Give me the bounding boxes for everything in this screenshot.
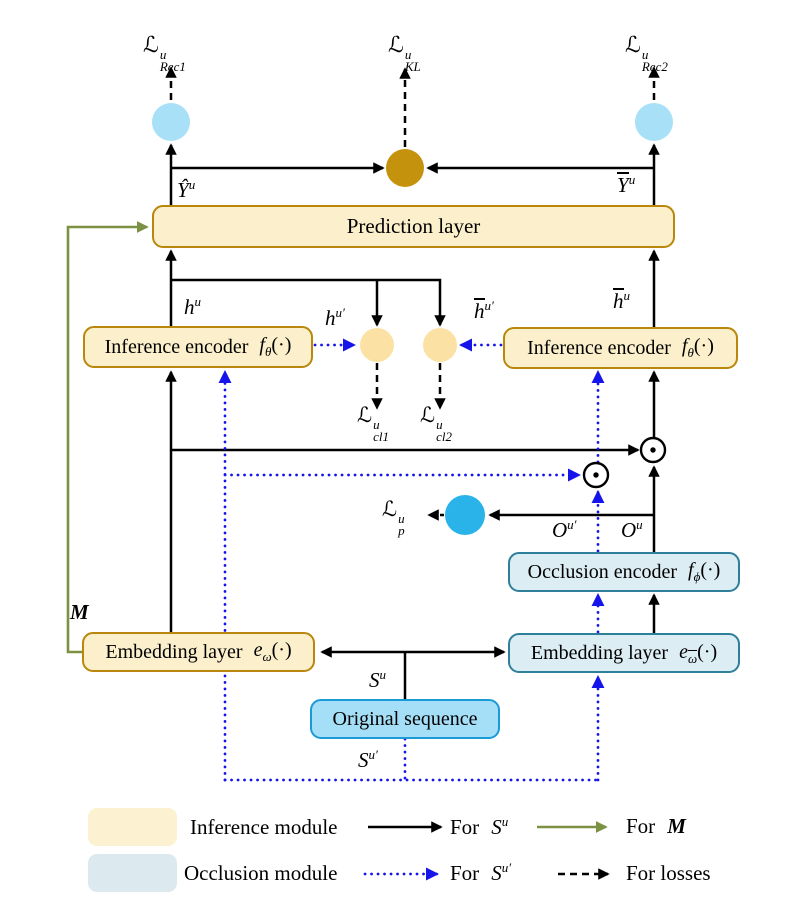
flow-s-group [165, 143, 660, 833]
legend-inference-module: Inference module [190, 815, 338, 839]
legend-inference-swatch [88, 808, 177, 846]
odot-lower-dot [593, 472, 599, 478]
loss-rec1-node [152, 103, 190, 141]
label-h-bar: hu [613, 288, 630, 313]
embedding-layer-left-label: Embedding layer [105, 640, 243, 663]
label-s: Su [369, 667, 386, 692]
inference-encoder-right-func: fθ(·) [681, 335, 714, 360]
label-h-bar-prime: hu′ [474, 298, 494, 323]
inference-encoder-left-box: Inference encoder fθ(·) [83, 326, 313, 368]
embedding-layer-right-label: Embedding layer [530, 641, 669, 664]
odot-upper-dot [650, 447, 656, 453]
embedding-layer-right-func: eω(·) [679, 641, 718, 666]
occlusion-encoder-label: Occlusion encoder [527, 560, 678, 583]
label-m: M [70, 600, 89, 624]
embedding-layer-left-func: eω(·) [253, 639, 292, 664]
flow-m-group [66, 221, 608, 833]
arrow-h-branch-cl2 [172, 278, 446, 327]
label-h: hu [184, 294, 201, 319]
label-o: Ou [621, 517, 643, 542]
loss-cl1-node [360, 328, 394, 362]
loss-kl-node [386, 149, 424, 187]
legend-for-losses: For losses [626, 861, 711, 885]
label-s-prime: Su′ [358, 747, 378, 772]
inference-encoder-right-label: Inference encoder [527, 336, 671, 359]
odot-lower [582, 461, 610, 489]
occlusion-encoder-func: fϕ(·) [688, 559, 721, 584]
loss-p-node [445, 495, 485, 535]
label-o-prime: Ou′ [552, 517, 577, 542]
arrow-embedding-to-prediction-m [66, 221, 149, 654]
original-sequence-box: Original sequence [310, 699, 500, 739]
legend-occlusion-module: Occlusion module [184, 861, 338, 885]
original-sequence-label: Original sequence [332, 707, 478, 730]
prediction-layer-box: Prediction layer [152, 205, 675, 248]
label-h-prime: hu′ [325, 305, 345, 330]
label-y-hat: Ŷu [177, 177, 196, 202]
odot-upper [639, 436, 667, 464]
inference-encoder-right-box: Inference encoder fθ(·) [503, 327, 738, 369]
label-y-bar: Yu [617, 172, 636, 197]
legend-occlusion-swatch [88, 854, 177, 892]
inference-encoder-left-label: Inference encoder [104, 335, 249, 358]
prediction-layer-label: Prediction layer [346, 214, 481, 238]
embedding-layer-left-box: Embedding layer eω(·) [82, 632, 315, 672]
loss-rec2-node [635, 103, 673, 141]
flow-s-prime-group [218, 338, 605, 881]
embedding-layer-right-box: Embedding layer eω(·) [508, 633, 740, 673]
flow-losses-group [165, 66, 660, 880]
occlusion-encoder-box: Occlusion encoder fϕ(·) [508, 552, 740, 592]
inference-encoder-left-func: fθ(·) [259, 334, 292, 359]
loss-cl2-node [423, 328, 457, 362]
